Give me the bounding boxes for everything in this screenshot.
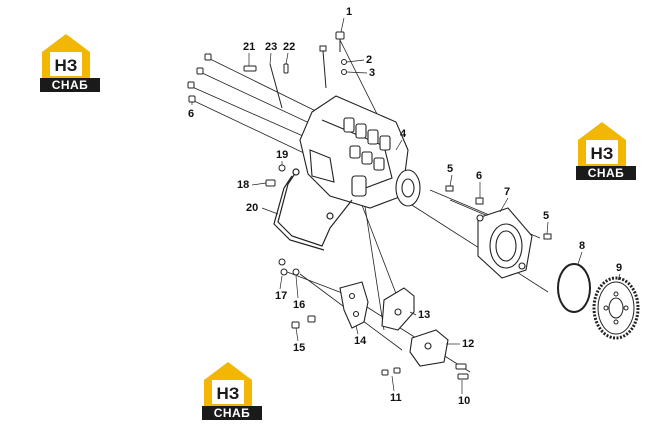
logo-mark-text: НЗ (55, 56, 78, 75)
callout-8: 8 (579, 240, 585, 252)
callout-9: 9 (616, 262, 622, 274)
callout-10: 10 (458, 395, 470, 407)
callout-13: 13 (418, 309, 430, 321)
callout-6b: 6 (476, 170, 482, 182)
logo-mark-text: НЗ (591, 144, 614, 163)
adapter-housing (476, 207, 533, 279)
bolt-set-upper-left (187, 53, 212, 103)
logo-word-text: СНАБ (588, 166, 625, 180)
callout-16: 16 (293, 299, 305, 311)
callout-3: 3 (369, 67, 375, 79)
callout-23: 23 (265, 41, 277, 53)
callout-5a: 5 (447, 163, 453, 175)
small-bolts (278, 258, 469, 380)
logo-mark-text: НЗ (217, 384, 240, 403)
callout-1: 1 (346, 6, 352, 18)
logo-word-text: СНАБ (52, 78, 89, 92)
callout-14: 14 (354, 335, 367, 347)
callout-labels: 1 2 3 4 5 5 6 6 7 8 9 10 11 12 13 14 15 … (188, 6, 622, 407)
logo-word-text: СНАБ (214, 406, 251, 420)
callout-7: 7 (504, 186, 510, 198)
bracket-12 (409, 329, 449, 367)
callout-12: 12 (462, 338, 474, 350)
bracket-13 (381, 287, 415, 331)
callout-21: 21 (243, 41, 255, 53)
callout-15: 15 (293, 342, 305, 354)
brand-logo-right: НЗ СНАБ (576, 122, 636, 180)
fitting-18-19 (265, 164, 286, 187)
callout-4: 4 (400, 128, 407, 140)
brand-logo-top-left: НЗ СНАБ (40, 34, 100, 92)
callout-17: 17 (275, 290, 287, 302)
callout-leaders (191, 17, 621, 394)
callout-2: 2 (366, 54, 372, 66)
callout-6a: 6 (188, 108, 194, 120)
brand-logo-bottom: НЗ СНАБ (202, 362, 262, 420)
explode-lines (189, 39, 549, 373)
callout-5b: 5 (543, 210, 549, 222)
callout-20: 20 (246, 202, 258, 214)
fuel-line (273, 168, 353, 251)
callout-19: 19 (276, 149, 288, 161)
callout-22: 22 (283, 41, 295, 53)
o-ring (557, 263, 591, 313)
top-bolt (243, 31, 347, 109)
bracket-14 (339, 281, 369, 329)
injection-pump-body (299, 95, 421, 209)
studs-5 (445, 185, 552, 240)
callout-18: 18 (237, 179, 249, 191)
callout-11: 11 (390, 392, 402, 404)
drive-gear (592, 276, 640, 340)
